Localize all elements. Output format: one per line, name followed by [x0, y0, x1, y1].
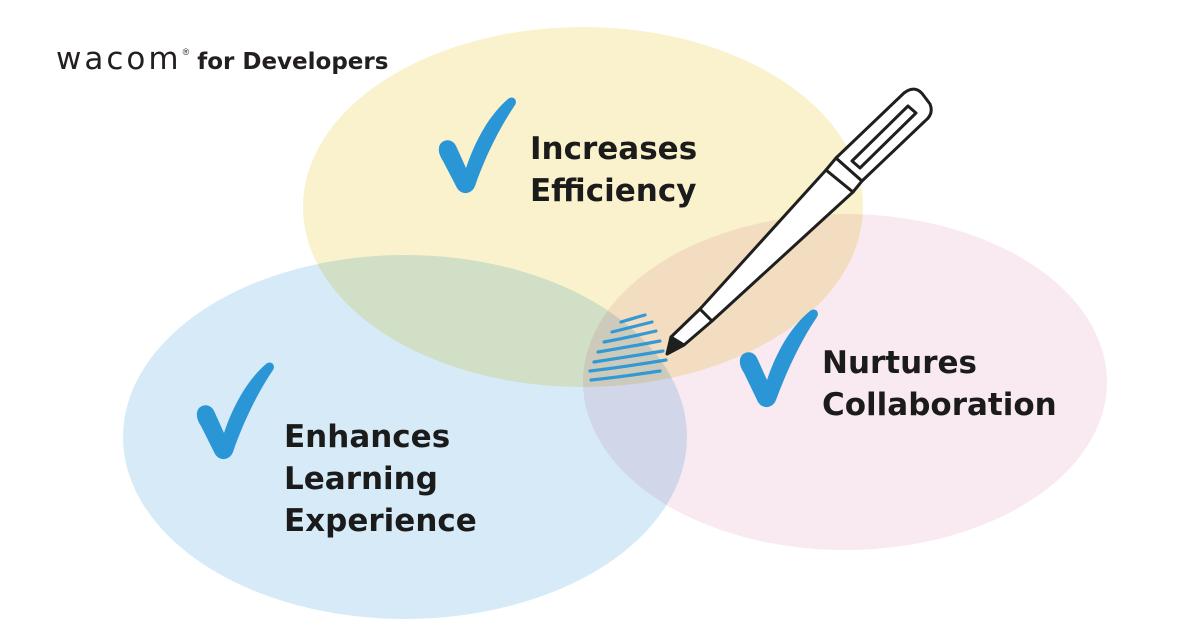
benefit-efficiency: Increases Efficiency [530, 128, 697, 212]
logo-registered-mark: ® [182, 47, 190, 57]
benefit-line: Efficiency [530, 173, 697, 209]
benefit-line: Increases [530, 131, 698, 167]
checkmark-icon [739, 309, 818, 408]
pen-ink-strokes [588, 313, 668, 382]
blue-circle [123, 255, 687, 619]
checkmark-icon [196, 362, 274, 460]
benefit-line: Collaboration [822, 387, 1057, 423]
benefit-collaboration: Nurtures Collaboration [822, 342, 1057, 426]
wacom-logo: wacom ® for Developers [56, 44, 388, 75]
stylus-pen-icon [665, 87, 933, 356]
benefit-line: Learning [284, 461, 438, 497]
benefit-learning: Enhances Learning Experience [284, 416, 477, 542]
benefit-line: Nurtures [822, 345, 977, 381]
benefit-line: Experience [284, 503, 477, 539]
benefit-line: Enhances [284, 419, 451, 455]
checkmark-icon [438, 97, 516, 194]
logo-brand: wacom [56, 41, 182, 77]
logo-suffix: for Developers [197, 49, 389, 75]
